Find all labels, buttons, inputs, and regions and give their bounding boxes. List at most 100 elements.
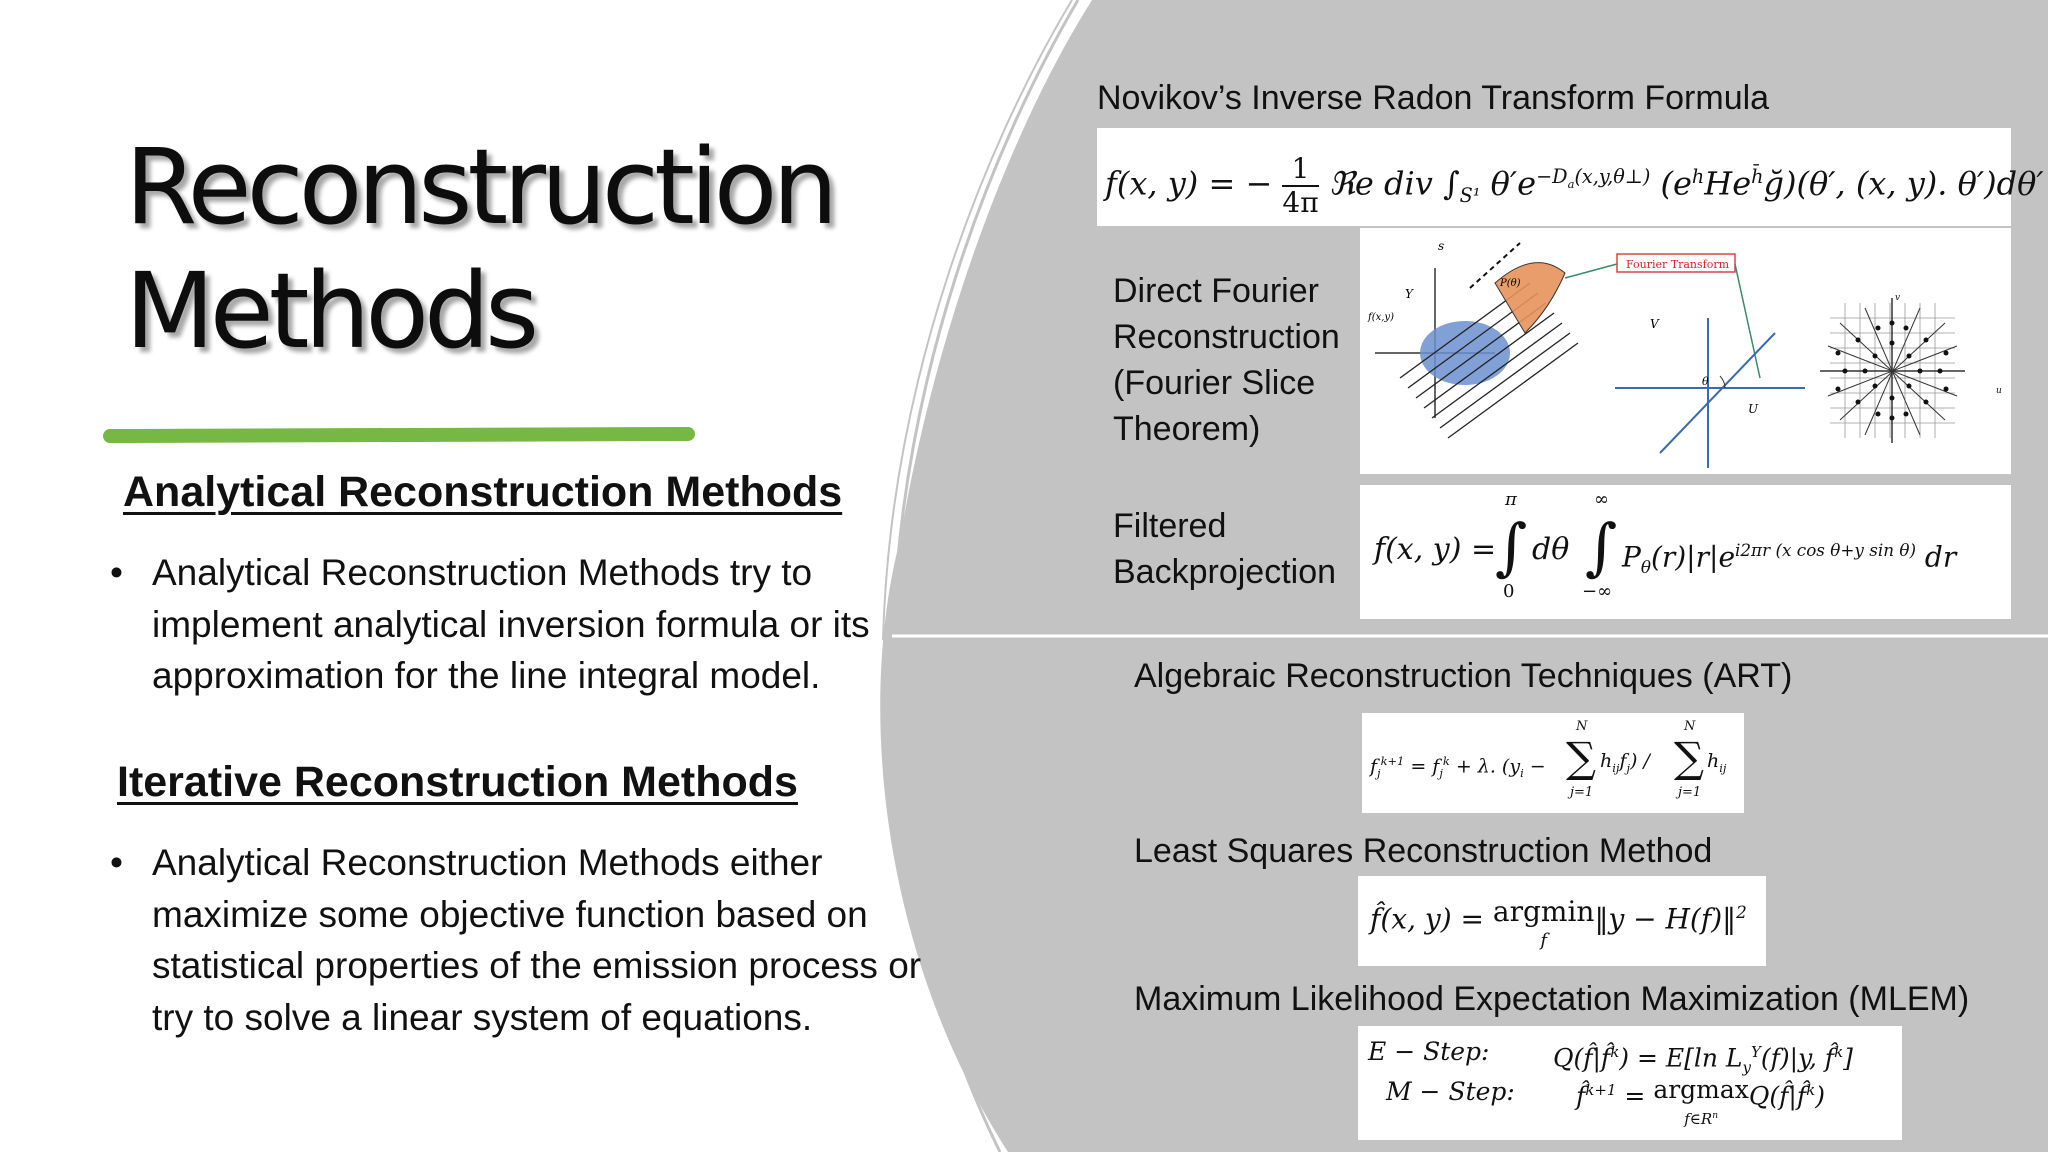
art-eq: = f — [1410, 755, 1440, 778]
bullet-dot: • — [110, 552, 123, 593]
mlem-m-formula: f̂k+1 = argmax f∈Rn Q(f̂|f̂k) — [1576, 1070, 1825, 1128]
ls-argmin: argmin — [1492, 895, 1595, 928]
object-blob — [1420, 321, 1510, 385]
mlem-e-L-sup: Y — [1751, 1043, 1761, 1061]
mlem-e-close: ] — [1843, 1043, 1853, 1073]
ft-arrow-left — [1564, 263, 1618, 279]
art-sum-bot: j=1 — [1570, 785, 1594, 800]
mlem-m-eq: = — [1624, 1081, 1646, 1111]
label-fxy: f(x,y) — [1367, 312, 1394, 323]
art-label: Algebraic Reconstruction Techniques (ART… — [1134, 657, 1793, 695]
fbp-lhs: f(x, y) = — [1374, 532, 1497, 567]
novikov-body: ℜe div ∫ — [1328, 164, 1460, 203]
projection-profile — [1494, 262, 1566, 334]
label-theta: θ — [1702, 375, 1709, 388]
fourier-label-line: Direct Fourier — [1113, 272, 1319, 310]
label-y: Y — [1405, 287, 1414, 301]
ls-op: argmin f — [1492, 890, 1595, 951]
fourier-transform-label: Fourier Transform — [1626, 258, 1730, 271]
panel-edge-curve-inner — [882, 0, 1073, 641]
art-lhs-sup: k+1 — [1380, 754, 1405, 768]
mlem-e-sup: k — [1610, 1043, 1620, 1061]
fbp-label-line: Filtered — [1113, 507, 1227, 545]
title-line-1: Reconstruction — [125, 126, 838, 248]
fbp-formula: f(x, y) = — [1374, 525, 1496, 575]
mlem-label: Maximum Likelihood Expectation Maximizat… — [1134, 980, 1970, 1018]
fbp-int1-bot: 0 — [1503, 581, 1515, 602]
fbp-label-line: Backprojection — [1113, 553, 1337, 591]
art-sum: ∑ — [1566, 733, 1596, 782]
fbp-P-sub: θ — [1640, 556, 1651, 577]
fourier-label-line: (Fourier Slice — [1113, 364, 1316, 402]
label-u-small: u — [1996, 386, 2002, 396]
art-sum2-bot: j=1 — [1678, 785, 1702, 800]
novikov-rest: θ′e — [1490, 164, 1537, 203]
slide-title: Reconstruction Methods — [125, 125, 838, 373]
fourier-slice-diagram: s Y f(x,y) P(θ) Fourier Transform V U θ — [1367, 239, 2002, 468]
theta-arc — [1719, 375, 1726, 389]
panel-edge-curve-outer — [891, 0, 1080, 1152]
mlem-argmax: argmax — [1653, 1075, 1749, 1104]
iterative-bullet-text: Analytical Reconstruction Methods either… — [152, 842, 922, 1038]
label-s: s — [1438, 239, 1444, 253]
analytical-heading: Analytical Reconstruction Methods — [123, 468, 843, 516]
novikov-lhs: f(x, y) = − — [1105, 164, 1273, 203]
mlem-e-step: E − Step: — [1368, 1037, 1490, 1066]
least-squares-label: Least Squares Reconstruction Method — [1134, 832, 1713, 870]
frequency-axes: V U θ — [1615, 317, 1805, 468]
art-h: h — [1600, 750, 1613, 772]
mlem-m-rhs: Q(f̂|f̂ — [1748, 1081, 1807, 1111]
fbp-P: P — [1622, 540, 1641, 574]
art-rhs-sup: k — [1442, 754, 1450, 768]
novikov-tail3: ğ)(θ′, (x, y). θ′)dθ′ — [1763, 164, 2044, 203]
art-h-sub: ij — [1612, 760, 1620, 775]
s-axis — [1469, 242, 1521, 289]
fbp-integrand: Pθ(r)|r|ei2πr (x cos θ+y sin θ) dr — [1622, 525, 1956, 592]
art-rhs-sub: j — [1439, 766, 1443, 781]
fourier-label: Direct Fourier Reconstruction (Fourier S… — [1113, 268, 1340, 452]
ls-lhs: f̂(x, y) = — [1370, 902, 1484, 936]
label-u: U — [1748, 402, 1759, 416]
slice-line — [1659, 332, 1776, 454]
mlem-argmax-sub-text: f∈R — [1684, 1110, 1713, 1128]
art-lhs: f — [1370, 755, 1378, 778]
polar-sampling-grid: v u — [1820, 293, 2002, 443]
ft-arrow-right — [1734, 263, 1761, 379]
fbp-label: Filtered Backprojection — [1113, 503, 1336, 595]
analytical-bullet-text: Analytical Reconstruction Methods try to… — [152, 552, 870, 696]
mlem-m-rhs-close: ) — [1815, 1081, 1825, 1111]
novikov-sub: S¹ — [1459, 184, 1481, 208]
novikov-fraction: 1 4π — [1282, 153, 1319, 219]
ls-rhs: ‖y − H(f)‖ — [1594, 902, 1737, 936]
accent-underline — [102, 426, 696, 444]
art-formula: fjk+1 = fjk + λ. (yi − — [1370, 741, 1546, 793]
mlem-e-formula: Q(f̂|f̂k) = E[ln LyY(f)|y, f̂k] — [1553, 1032, 1853, 1087]
mlem-m-rhs-sup: k — [1806, 1081, 1816, 1099]
novikov-tail2: He — [1704, 164, 1752, 203]
art-sum-top: N — [1576, 719, 1588, 734]
art-formula-box: fjk+1 = fjk + λ. (yi − N ∑ j=1 hijfj) / … — [1362, 713, 1744, 813]
mlem-m-lhs: f̂ — [1576, 1081, 1586, 1111]
projection-rays — [1399, 282, 1579, 439]
mlem-argmax-sub-sup: n — [1712, 1111, 1718, 1121]
novikov-tail: (e — [1660, 164, 1692, 203]
novikov-exp: −D — [1536, 165, 1568, 188]
mlem-e-q: Q(f̂|f̂ — [1553, 1043, 1611, 1073]
mlem-m-step: M − Step: — [1386, 1077, 1515, 1106]
art-mid: + λ. (y — [1455, 755, 1521, 778]
fourier-transform-box — [1616, 253, 1736, 273]
fbp-dtheta: dθ — [1532, 532, 1570, 567]
iterative-heading: Iterative Reconstruction Methods — [117, 758, 798, 806]
art-f: f — [1619, 750, 1627, 772]
least-squares-box: f̂(x, y) = argmin f ‖y − H(f)‖2 — [1358, 876, 1766, 966]
art-lhs-sub: j — [1377, 766, 1381, 781]
sample-points — [1835, 320, 1949, 421]
ls-argmin-sub: f — [1540, 930, 1547, 951]
fourier-diagram-box: s Y f(x,y) P(θ) Fourier Transform V U θ — [1360, 228, 2011, 474]
fourier-label-line: Theorem) — [1113, 410, 1261, 448]
least-squares-formula: f̂(x, y) = argmin f ‖y − H(f)‖2 — [1370, 890, 1747, 951]
mlem-argmax-sub: f∈Rn — [1653, 1110, 1749, 1128]
radial-6 — [1827, 345, 1958, 397]
iterative-bullet-list: •Analytical Reconstruction Methods eithe… — [110, 837, 922, 1043]
